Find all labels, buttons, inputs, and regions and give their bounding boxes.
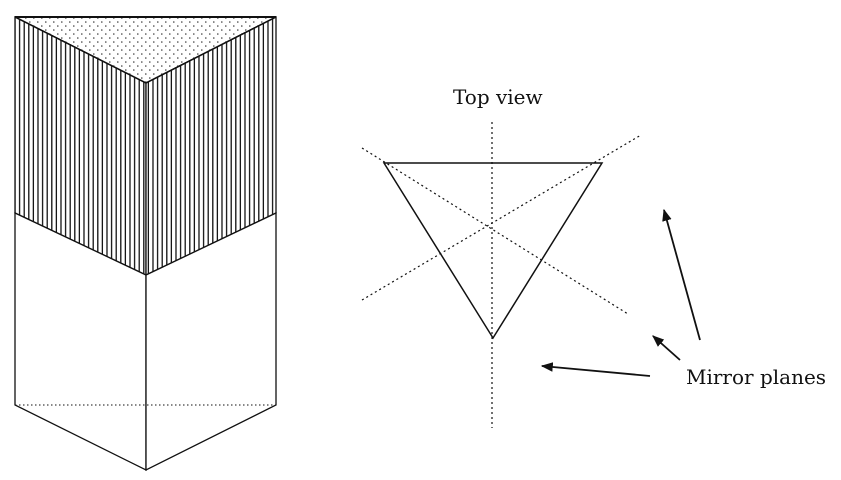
arrow-to-vertical-plane	[540, 362, 651, 377]
top-view-triangle	[382, 162, 604, 340]
mirror-plane-arrows	[540, 208, 701, 377]
top-view-label: Top view	[453, 85, 543, 109]
mirror-plane-lines	[361, 122, 642, 428]
prism-3d	[14, 15, 277, 472]
mirror-planes-label: Mirror planes	[686, 365, 826, 389]
arrow-to-diagonal-b	[662, 208, 701, 341]
mirror-plane-diagonal-a	[361, 147, 629, 315]
arrow-to-diagonal-a	[652, 335, 681, 361]
mirror-plane-diagonal-b	[361, 134, 642, 301]
